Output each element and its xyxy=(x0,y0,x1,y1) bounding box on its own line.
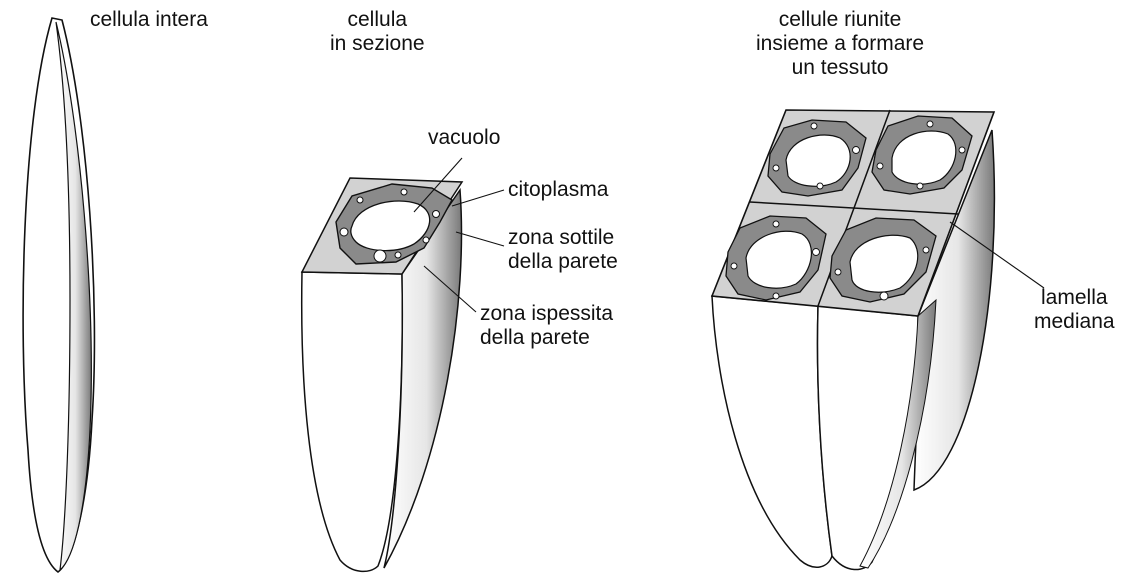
label-thick-wall-line-2: della parete xyxy=(480,326,613,350)
section-caption: cellula in sezione xyxy=(330,8,425,56)
leader-thin-wall xyxy=(456,232,504,246)
label-thin-wall-line-1: zona sottile xyxy=(508,226,618,250)
label-middle-lamella: lamella mediana xyxy=(1034,286,1115,334)
tissue-caption-line-2: insieme a formare xyxy=(756,32,924,56)
section-caption-line-1: cellula xyxy=(330,8,425,32)
section-caption-line-2: in sezione xyxy=(330,32,425,56)
tissue-caption: cellule riunite insieme a formare un tes… xyxy=(756,8,924,80)
label-thin-wall-line-2: della parete xyxy=(508,250,618,274)
whole-cell-illustration xyxy=(23,18,94,572)
label-thick-wall-line-1: zona ispessita xyxy=(480,302,613,326)
label-middle-lamella-line-1: lamella xyxy=(1034,286,1115,310)
label-middle-lamella-line-2: mediana xyxy=(1034,310,1115,334)
label-thin-wall: zona sottile della parete xyxy=(508,226,618,274)
whole-cell-caption: cellula intera xyxy=(90,8,208,32)
tissue-caption-line-1: cellule riunite xyxy=(756,8,924,32)
tissue-illustration xyxy=(712,110,1044,570)
label-thick-wall: zona ispessita della parete xyxy=(480,302,613,350)
section-cell-illustration xyxy=(302,158,504,571)
label-cytoplasm: citoplasma xyxy=(508,178,608,202)
label-vacuole: vacuolo xyxy=(428,126,500,150)
tissue-caption-line-3: un tessuto xyxy=(756,56,924,80)
